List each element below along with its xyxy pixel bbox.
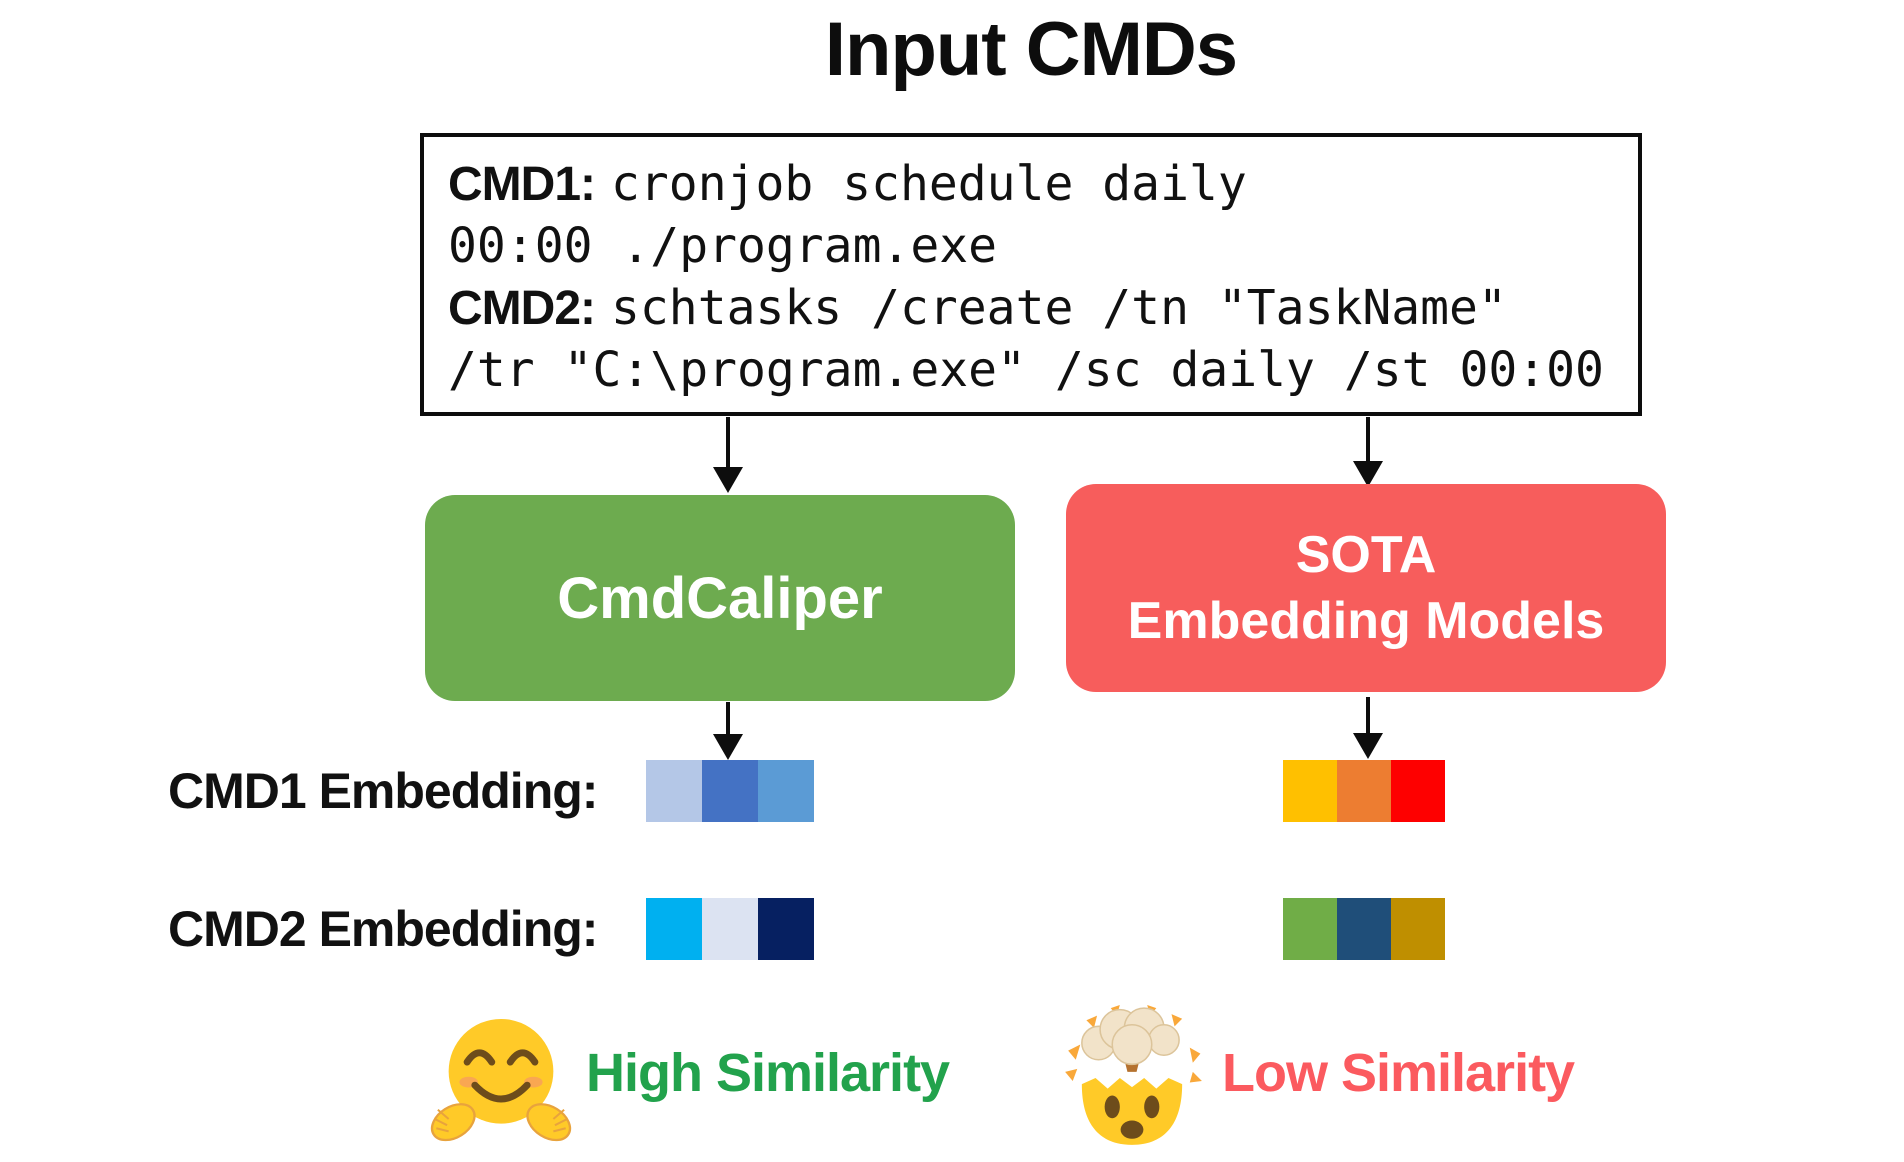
sota-label-line1: SOTA: [1295, 526, 1437, 584]
sota-label-line2: Embedding Models: [1127, 592, 1605, 650]
cmd-line: 00:00 ./program.exe: [448, 215, 1638, 277]
cmd2-code: schtasks /create /tn "TaskName": [611, 280, 1507, 336]
embedding-swatch: [1283, 898, 1337, 960]
embedding-swatch: [758, 898, 814, 960]
high-similarity-label: High Similarity: [586, 1043, 950, 1103]
embedding-swatch: [1337, 760, 1391, 822]
cmd1-cmdcaliper-embedding: [646, 760, 814, 822]
embedding-swatch: [1283, 760, 1337, 822]
cmd1-prefix: CMD1:: [448, 158, 596, 211]
embedding-swatch: [702, 898, 758, 960]
embedding-swatch: [702, 760, 758, 822]
cmd2-embedding-label: CMD2 Embedding:: [168, 901, 598, 957]
cmd-line: CMD2: schtasks /create /tn "TaskName": [448, 277, 1638, 339]
page-title: Input CMDs: [824, 7, 1238, 92]
embedding-swatch: [1337, 898, 1391, 960]
input-cmds-box: CMD1: cronjob schedule daily 00:00 ./prog…: [420, 133, 1642, 416]
embedding-swatch: [646, 898, 702, 960]
embedding-swatch: [758, 760, 814, 822]
exploding-head-emoji-icon: [1056, 998, 1208, 1158]
arrow-down-icon: [1353, 417, 1383, 487]
cmd1-embedding-label: CMD1 Embedding:: [168, 763, 598, 819]
cmd2-prefix: CMD2:: [448, 282, 596, 335]
low-similarity-label: Low Similarity: [1222, 1043, 1575, 1103]
cmd2-cmdcaliper-embedding: [646, 898, 814, 960]
embedding-swatch: [1391, 760, 1445, 822]
arrow-down-icon: [713, 417, 743, 493]
cmd2-sota-embedding: [1283, 898, 1445, 960]
arrow-down-icon: [1353, 697, 1383, 759]
cmd1-code-cont: 00:00 ./program.exe: [448, 218, 998, 274]
cmdcaliper-box: CmdCaliper: [425, 495, 1015, 701]
cmdcaliper-label: CmdCaliper: [557, 565, 883, 631]
hugging-face-emoji-icon: [424, 1000, 578, 1158]
cmd2-code-cont: /tr "C:\program.exe" /sc daily /st 00:00: [448, 342, 1604, 398]
cmd1-code: cronjob schedule daily: [611, 156, 1247, 212]
embedding-swatch: [646, 760, 702, 822]
cmd-line: /tr "C:\program.exe" /sc daily /st 00:00: [448, 339, 1638, 401]
cmd1-sota-embedding: [1283, 760, 1445, 822]
arrow-down-icon: [713, 702, 743, 760]
embedding-swatch: [1391, 898, 1445, 960]
sota-embedding-models-box: SOTA Embedding Models: [1066, 484, 1666, 692]
cmd-line: CMD1: cronjob schedule daily: [448, 153, 1638, 215]
